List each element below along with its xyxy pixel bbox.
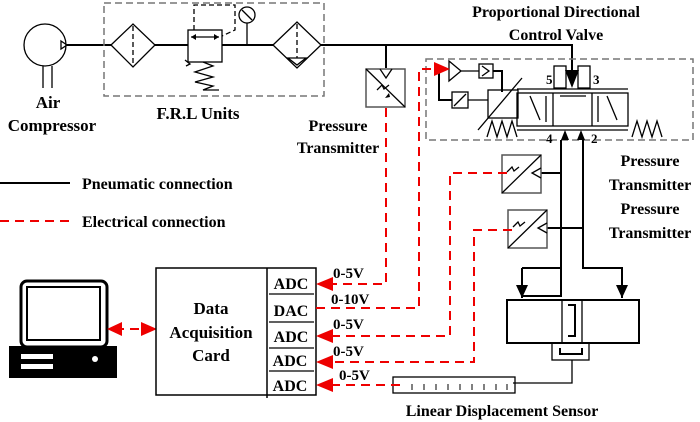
valve-port-4: 4: [546, 131, 553, 146]
valve-label-2: Control Valve: [509, 27, 603, 44]
filter-icon: [110, 23, 156, 68]
channel-type-2: ADC: [274, 329, 309, 346]
channel-signal-2: 0-5V: [333, 317, 364, 333]
channel-type-3: ADC: [273, 353, 308, 370]
pneumatic-cylinder: [506, 299, 640, 384]
air-compressor-label-2: Compressor: [8, 116, 97, 135]
pressure-gauge-icon: [238, 6, 256, 45]
legend: Pneumatic connection Electrical connecti…: [0, 176, 233, 231]
pneumatic-line-port2: [582, 140, 623, 298]
computer-daq-link: [107, 322, 157, 336]
proportional-valve-icon: [438, 59, 663, 140]
channel-signal-4: 0-5V: [339, 368, 370, 384]
air-compressor: [23, 23, 69, 88]
pt3-label-2: Transmitter: [609, 225, 691, 242]
linear-displacement-sensor: [392, 376, 516, 394]
daq-label-3: Card: [192, 346, 230, 365]
compressor-circle-icon: [23, 23, 67, 67]
pt2-label-1: Pressure: [621, 153, 680, 170]
daq-label-2: Acquisition: [169, 323, 253, 342]
valve-port-2: 2: [591, 131, 598, 146]
channel-type-0: ADC: [274, 276, 309, 293]
pressure-transmitter-port4: [501, 154, 542, 194]
regulator-icon: [184, 4, 236, 91]
daq-label-1: Data: [194, 299, 229, 318]
pneumatic-line-supply: [321, 44, 573, 84]
pt1-label-2: Transmitter: [297, 140, 379, 157]
channel-type-1: DAC: [274, 303, 309, 320]
electrical-connections: [316, 62, 512, 392]
data-acquisition-card: [155, 267, 317, 398]
computer-icon: [9, 279, 117, 378]
pt2-label-2: Transmitter: [609, 177, 691, 194]
channel-signal-3: 0-5V: [333, 344, 364, 360]
legend-pneumatic-label: Pneumatic connection: [82, 176, 233, 193]
air-compressor-label-1: Air: [36, 93, 61, 112]
valve-port-3: 3: [593, 72, 600, 87]
compressor-outlet-icon: [60, 39, 69, 51]
pt3-label-1: Pressure: [621, 201, 680, 218]
electrical-line-valve: [316, 68, 440, 309]
channel-signal-0: 0-5V: [333, 266, 364, 282]
valve-label-1: Proportional Directional: [472, 4, 640, 21]
frl-units-label: F.R.L Units: [157, 104, 240, 123]
valve-port-5: 5: [546, 72, 553, 87]
lubricator-icon: [272, 21, 322, 69]
electrical-line-pt1: [330, 108, 387, 285]
pressure-transmitter-port2: [507, 209, 548, 249]
channel-type-4: ADC: [273, 378, 308, 395]
electrical-line-pt2: [330, 172, 507, 337]
linear-sensor-label: Linear Displacement Sensor: [406, 403, 599, 420]
channel-signal-1: 0-10V: [331, 292, 369, 308]
pt1-label-1: Pressure: [309, 118, 368, 135]
pressure-transmitter-supply: [365, 68, 406, 108]
legend-electrical-label: Electrical connection: [82, 214, 226, 231]
electrical-line-pt3: [330, 229, 512, 363]
valve-group: [425, 58, 694, 141]
frl-units-group: [103, 2, 325, 97]
